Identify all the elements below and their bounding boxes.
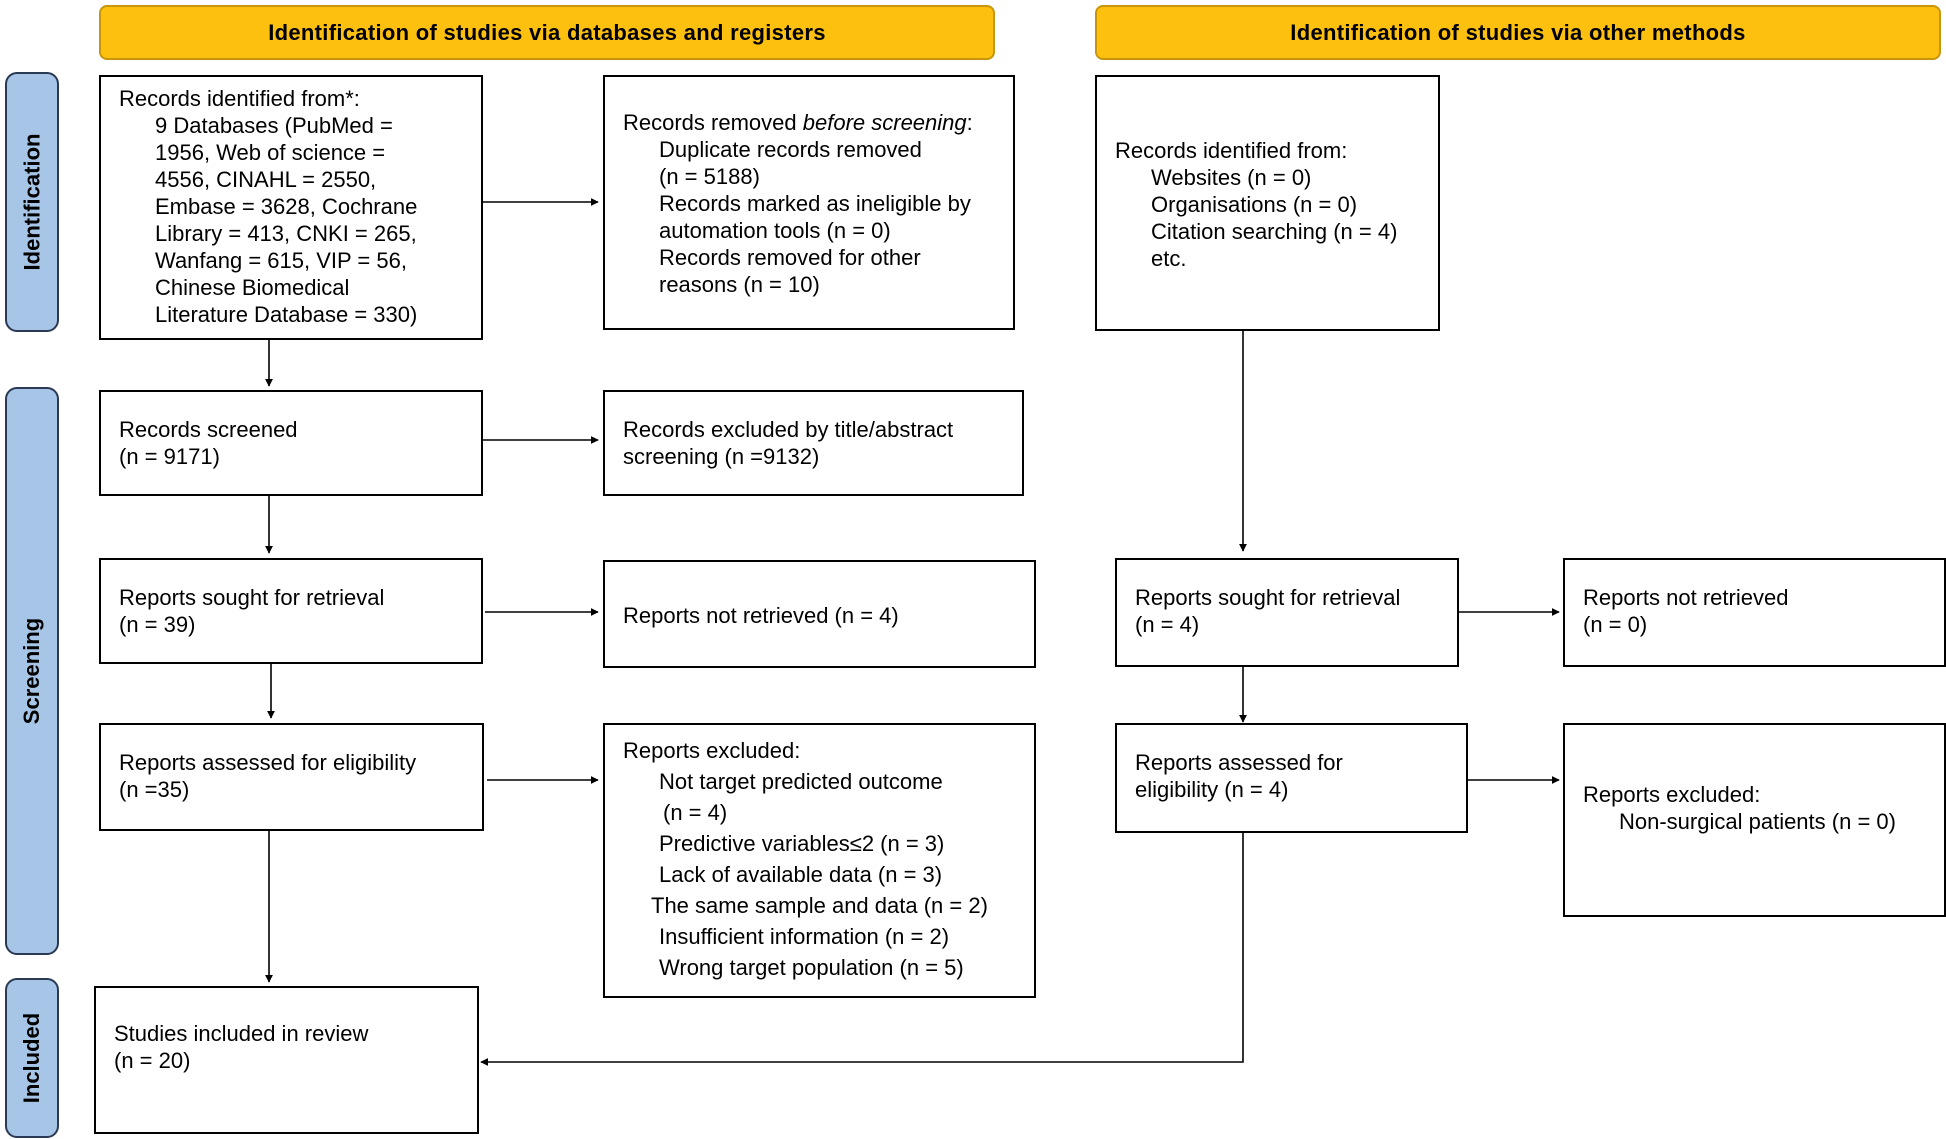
box-reports-not-retrieved-left: Reports not retrieved (n = 4) <box>603 560 1036 668</box>
records-identified-line: Chinese Biomedical <box>155 275 350 300</box>
sought-left-line: Reports sought for retrieval <box>119 585 385 610</box>
records-removed-line: reasons (n = 10) <box>659 272 820 297</box>
assessed-right-line: Reports assessed for <box>1135 750 1343 775</box>
box-studies-included: Studies included in review (n = 20) <box>94 986 479 1134</box>
other-identified-line: Organisations (n = 0) <box>1151 192 1358 217</box>
records-identified-title: Records identified from*: <box>119 86 360 111</box>
records-removed-line: Records marked as ineligible by <box>659 191 971 216</box>
records-excluded-line: Records excluded by title/abstract <box>623 417 954 442</box>
records-identified-line: Wanfang = 615, VIP = 56, <box>155 248 407 273</box>
records-removed-title: Records removed before screening: <box>623 109 995 136</box>
not-retrieved-right-line: Reports not retrieved <box>1583 585 1789 610</box>
records-identified-line: Library = 413, CNKI = 265, <box>155 221 417 246</box>
excluded-left-line: Insufficient information (n = 2) <box>659 924 950 949</box>
assessed-left-line: Reports assessed for eligibility <box>119 750 417 775</box>
box-reports-excluded-left: Reports excluded: Not target predicted o… <box>603 723 1036 998</box>
box-reports-assessed-left: Reports assessed for eligibility (n =35) <box>99 723 484 831</box>
sought-right-line: Reports sought for retrieval <box>1135 585 1401 610</box>
box-records-excluded: Records excluded by title/abstract scree… <box>603 390 1024 496</box>
header-databases: Identification of studies via databases … <box>99 5 995 60</box>
not-retrieved-left-line: Reports not retrieved (n = 4) <box>623 603 899 628</box>
excluded-left-line: Not target predicted outcome <box>659 769 943 794</box>
excluded-left-line: The same sample and data (n = 2) <box>651 893 988 918</box>
included-line: (n = 20) <box>114 1048 191 1073</box>
records-identified-line: Embase = 3628, Cochrane <box>155 194 418 219</box>
records-removed-title-prefix: Records removed <box>623 110 803 135</box>
records-removed-line: Duplicate records removed <box>659 137 922 162</box>
records-removed-line: (n = 5188) <box>659 164 760 189</box>
records-identified-line: 1956, Web of science = <box>155 140 386 165</box>
records-removed-line: Records removed for other <box>659 245 921 270</box>
other-identified-line: Citation searching (n = 4) <box>1151 219 1398 244</box>
records-removed-line: automation tools (n = 0) <box>659 218 891 243</box>
box-other-records-identified: Records identified from: Websites (n = 0… <box>1095 75 1440 331</box>
excluded-left-title: Reports excluded: <box>623 738 801 763</box>
excluded-right-line: Non-surgical patients (n = 0) <box>1619 809 1896 834</box>
records-screened-line: (n = 9171) <box>119 444 220 469</box>
excluded-left-line: (n = 4) <box>663 800 728 825</box>
box-reports-sought-left: Reports sought for retrieval (n = 39) <box>99 558 483 664</box>
box-reports-excluded-right: Reports excluded: Non-surgical patients … <box>1563 723 1946 917</box>
box-records-identified: Records identified from*: 9 Databases (P… <box>99 75 483 340</box>
sought-right-line: (n = 4) <box>1135 612 1200 637</box>
box-reports-not-retrieved-right: Reports not retrieved (n = 0) <box>1563 558 1946 667</box>
box-records-removed: Records removed before screening: Duplic… <box>603 75 1015 330</box>
other-identified-line: Websites (n = 0) <box>1151 165 1312 190</box>
box-reports-sought-right: Reports sought for retrieval (n = 4) <box>1115 558 1459 667</box>
excluded-left-line: Lack of available data (n = 3) <box>659 862 943 887</box>
other-identified-line: etc. <box>1151 246 1187 271</box>
records-identified-line: 9 Databases (PubMed = <box>155 113 393 138</box>
header-databases-text: Identification of studies via databases … <box>268 19 826 45</box>
box-reports-assessed-right: Reports assessed for eligibility (n = 4) <box>1115 723 1468 833</box>
records-screened-line: Records screened <box>119 417 298 442</box>
sought-left-line: (n = 39) <box>119 612 196 637</box>
assessed-right-line: eligibility (n = 4) <box>1135 777 1289 802</box>
records-excluded-line: screening (n =9132) <box>623 444 820 469</box>
records-removed-title-emphasis: before screening <box>802 110 967 135</box>
arrow-assessed-right-to-included <box>480 833 1244 1066</box>
header-other-methods: Identification of studies via other meth… <box>1095 5 1941 60</box>
records-identified-line: Literature Database = 330) <box>155 302 418 327</box>
phase-screening: Screening <box>5 387 59 955</box>
records-removed-title-suffix: : <box>966 110 973 135</box>
included-line: Studies included in review <box>114 1021 369 1046</box>
excluded-left-line: Predictive variables≤2 (n = 3) <box>659 831 945 856</box>
box-records-screened: Records screened (n = 9171) <box>99 390 483 496</box>
phase-included: Included <box>5 978 59 1138</box>
excluded-right-title: Reports excluded: <box>1583 782 1761 807</box>
other-identified-title: Records identified from: <box>1115 138 1348 163</box>
not-retrieved-right-line: (n = 0) <box>1583 612 1648 637</box>
assessed-left-line: (n =35) <box>119 777 190 802</box>
records-identified-line: 4556, CINAHL = 2550, <box>155 167 377 192</box>
excluded-left-line: Wrong target population (n = 5) <box>659 955 964 980</box>
header-other-methods-text: Identification of studies via other meth… <box>1290 19 1746 45</box>
phase-identification: Identification <box>5 72 59 332</box>
